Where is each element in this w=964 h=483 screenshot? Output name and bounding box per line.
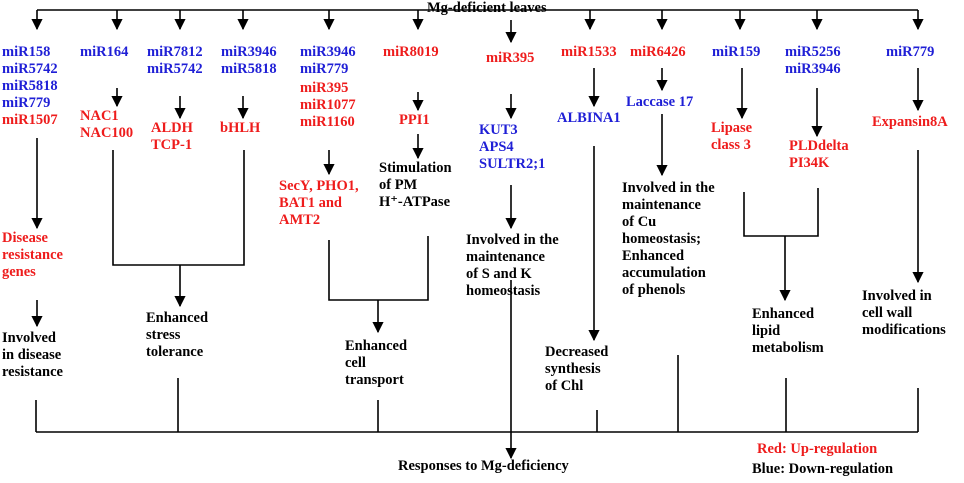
effect-wall: Involved in cell wall modifications: [862, 288, 946, 338]
bracket-transport: [328, 236, 429, 301]
mirna-c11: miR5256 miR3946: [785, 44, 841, 77]
mirna-c4: miR3946 miR5818: [221, 44, 277, 77]
legend-down: Blue: Down-regulation: [752, 461, 894, 477]
target-bhlh: bHLH: [220, 120, 261, 136]
legend-up: Red: Up-regulation: [757, 441, 878, 457]
target-disease-genes: Disease resistance genes: [2, 230, 63, 280]
target-expansin: Expansin8A: [872, 114, 948, 130]
effect-transport: Enhanced cell transport: [345, 338, 408, 388]
mirna-c6: miR8019: [383, 44, 439, 60]
target-laccase: Laccase 17: [626, 94, 694, 110]
mirna-c5-down: miR3946 miR779: [300, 44, 356, 77]
bracket-lipid: [743, 188, 819, 237]
target-albina: ALBINA1: [557, 110, 621, 126]
bracket-stress: [112, 150, 245, 266]
target-nac: NAC1 NAC100: [80, 108, 134, 141]
mirna-c2: miR164: [80, 44, 129, 60]
mirna-group-c1-up: miR1507: [2, 112, 58, 128]
mirna-c10: miR159: [712, 44, 761, 60]
effect-cu: Involved in the maintenance of Cu homeos…: [622, 180, 715, 298]
effect-chl: Decreased synthesis of Chl: [545, 344, 609, 394]
effect-sk: Involved in the maintenance of S and K h…: [466, 232, 559, 299]
target-kut: KUT3 APS4 SULTR2;1: [479, 122, 546, 172]
mirna-c3: miR7812 miR5742: [147, 44, 203, 77]
target-lipase: Lipase class 3: [711, 120, 753, 153]
effect-lipid: Enhanced lipid metabolism: [752, 306, 824, 356]
mirna-c7: miR395: [486, 50, 535, 66]
effect-stress: Enhanced stress tolerance: [146, 310, 209, 360]
mirna-c12: miR779: [886, 44, 935, 60]
effect-stimulation: Stimulation of PM H⁺-ATPase: [379, 160, 452, 210]
mirna-c8: miR1533: [561, 44, 617, 60]
mirna-group-c1-down: miR158 miR5742 miR5818 miR779: [2, 44, 58, 111]
mirna-c9: miR6426: [630, 44, 686, 60]
target-aldh: ALDH TCP-1: [151, 120, 193, 153]
effect-disease: Involved in disease resistance: [2, 330, 63, 380]
diagram-title: Mg-deficient leaves: [427, 0, 547, 16]
target-sec: SecY, PHO1, BAT1 and AMT2: [279, 178, 359, 228]
mirna-c5-up: miR395 miR1077 miR1160: [300, 80, 356, 130]
target-ppi: PPI1: [399, 112, 430, 128]
target-pld: PLDdelta PI34K: [789, 138, 849, 171]
responses-label: Responses to Mg-deficiency: [398, 458, 569, 474]
